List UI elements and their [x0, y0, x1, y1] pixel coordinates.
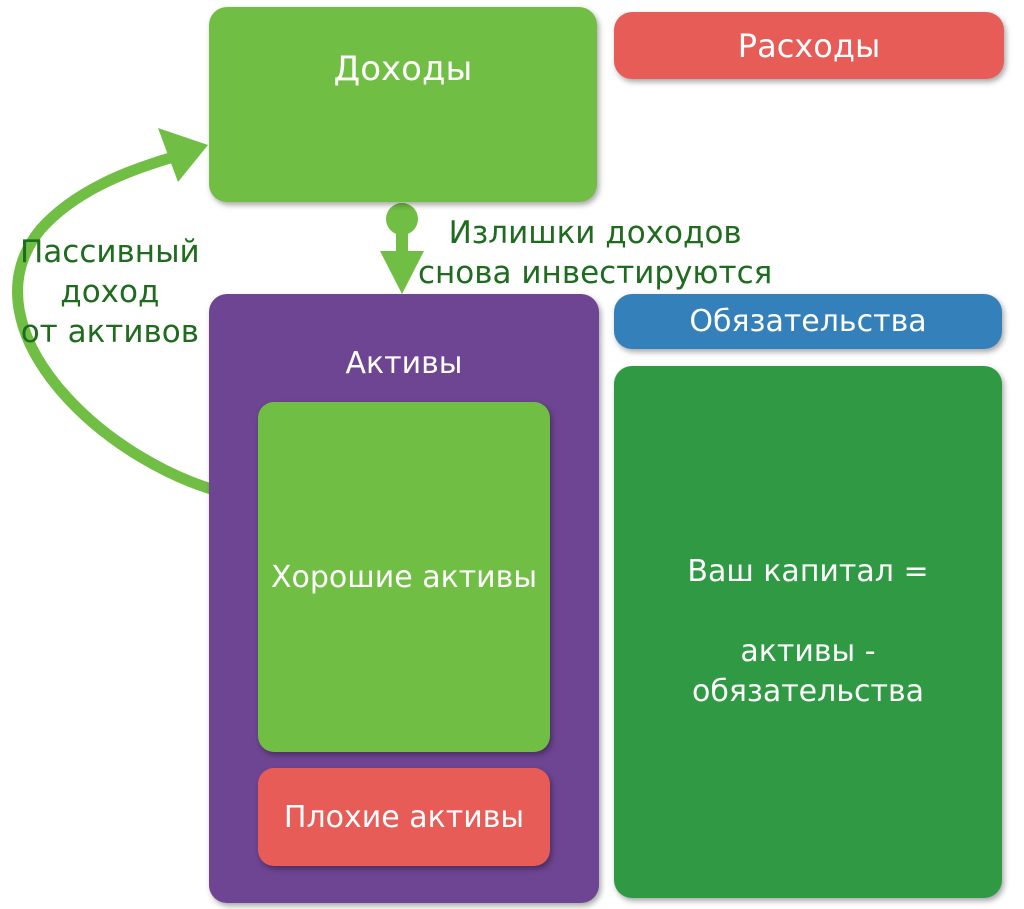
good-assets-label: Хорошие активы: [270, 559, 538, 595]
equity-line-1: Ваш капитал =: [687, 554, 929, 589]
assets-label: Активы: [345, 346, 463, 381]
passive-income-arrow-curve: [12, 152, 244, 502]
equity-box: Ваш капитал = активы - обязательства: [614, 366, 1002, 898]
liabilities-box: Обязательства: [614, 294, 1002, 349]
equity-line-3: обязательства: [691, 674, 925, 709]
income-box: Доходы: [209, 7, 597, 202]
bad-assets-label: Плохие активы: [283, 799, 525, 835]
income-label: Доходы: [333, 49, 473, 89]
good-assets-box: Хорошие активы: [258, 402, 550, 752]
liabilities-label: Обязательства: [689, 304, 927, 339]
reinvest-line-2: снова инвестируются: [418, 255, 773, 291]
expenses-box: Расходы: [614, 12, 1004, 79]
passive-income-arrowhead: [158, 128, 208, 182]
reinvest-line-1: Излишки доходов: [448, 215, 742, 251]
bad-assets-box: Плохие активы: [258, 768, 550, 866]
expenses-label: Расходы: [737, 26, 881, 65]
equity-line-2: активы -: [740, 634, 876, 669]
passive-income-line-2: доход: [60, 274, 160, 310]
passive-income-line-3: от активов: [20, 314, 199, 350]
reinvest-arrowhead: [380, 251, 424, 294]
reinvest-label: Излишки доходов снова инвестируются: [418, 213, 772, 293]
passive-income-line-1: Пассивный: [20, 234, 200, 270]
reinvest-arrow-shaft: [396, 219, 408, 253]
passive-income-label: Пассивный доход от активов: [20, 232, 200, 352]
